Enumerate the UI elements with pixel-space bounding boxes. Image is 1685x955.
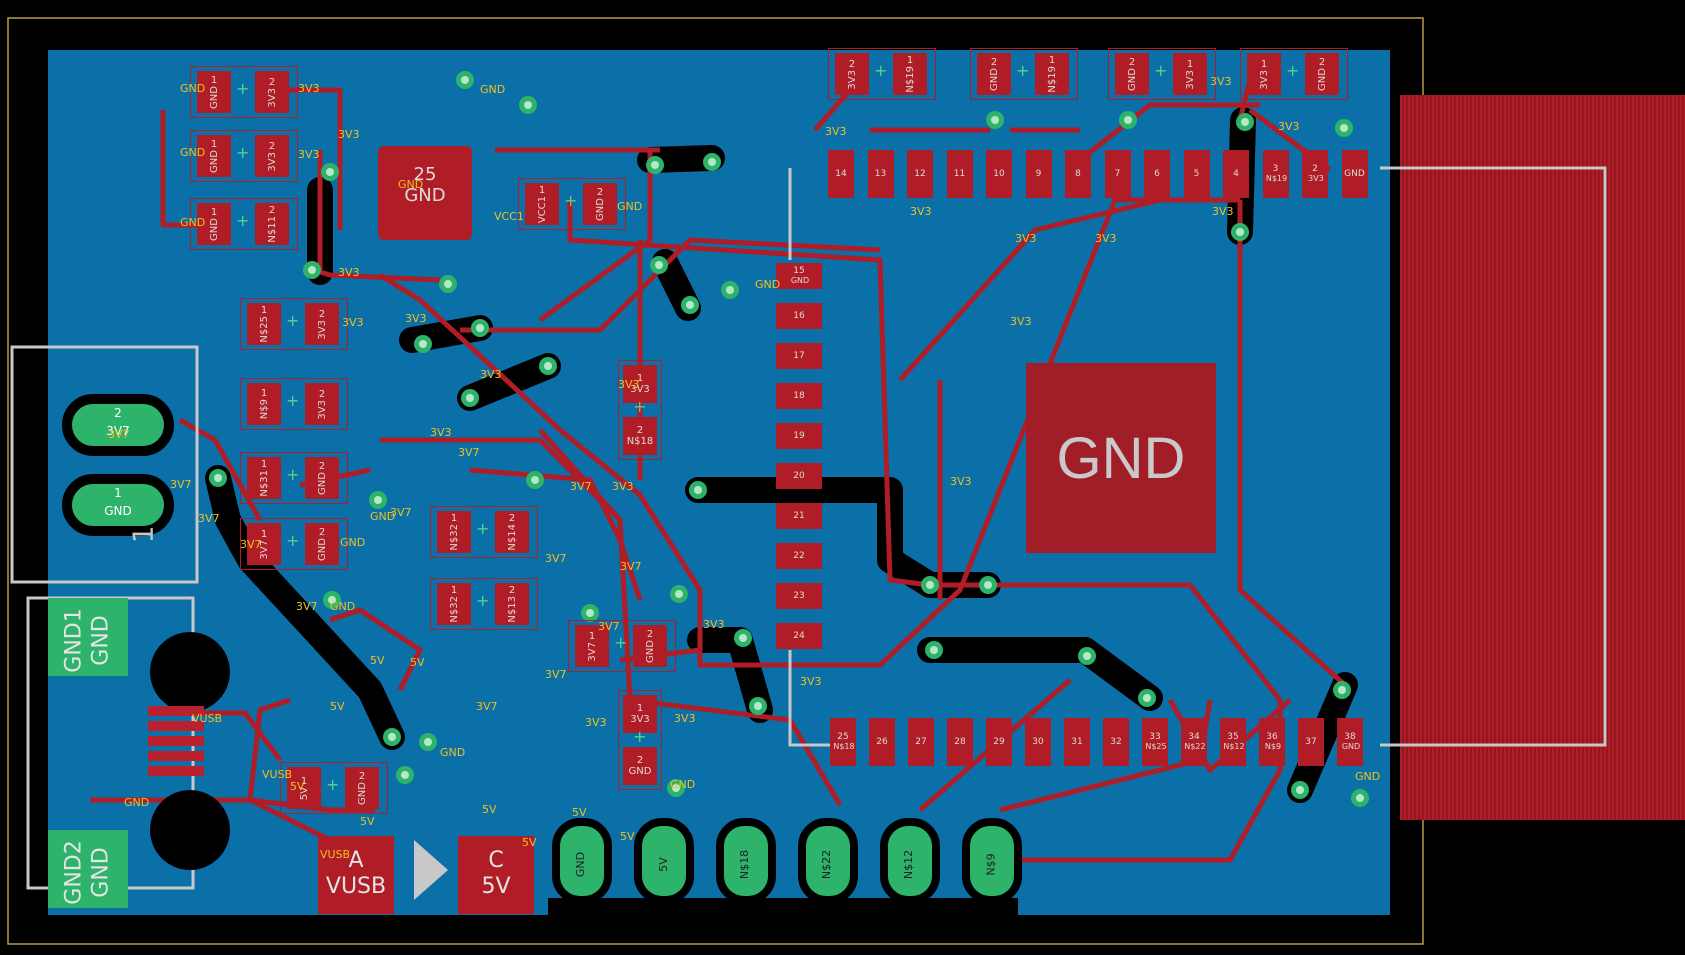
via [321, 163, 339, 181]
via [670, 585, 688, 603]
via [646, 156, 664, 174]
via [925, 641, 943, 659]
via [439, 275, 457, 293]
via [414, 335, 432, 353]
via [303, 261, 321, 279]
via [209, 469, 227, 487]
via [703, 153, 721, 171]
via [1351, 789, 1369, 807]
via [1231, 223, 1249, 241]
via [539, 357, 557, 375]
via [979, 576, 997, 594]
via [1236, 113, 1254, 131]
via [323, 591, 341, 609]
via [581, 604, 599, 622]
via [461, 389, 479, 407]
via [471, 319, 489, 337]
via [1119, 111, 1137, 129]
via [1078, 647, 1096, 665]
via [396, 766, 414, 784]
via [734, 629, 752, 647]
via [650, 256, 668, 274]
via [667, 779, 685, 797]
via [1138, 689, 1156, 707]
via [1335, 119, 1353, 137]
via [419, 733, 437, 751]
via [749, 697, 767, 715]
antenna-hatch-lines [1402, 95, 1684, 820]
via [681, 296, 699, 314]
via [456, 71, 474, 89]
via [519, 96, 537, 114]
via [689, 481, 707, 499]
via [921, 576, 939, 594]
via [383, 728, 401, 746]
via [369, 491, 387, 509]
via [1333, 681, 1351, 699]
via [1291, 781, 1309, 799]
via [526, 471, 544, 489]
via [721, 281, 739, 299]
via [986, 111, 1004, 129]
